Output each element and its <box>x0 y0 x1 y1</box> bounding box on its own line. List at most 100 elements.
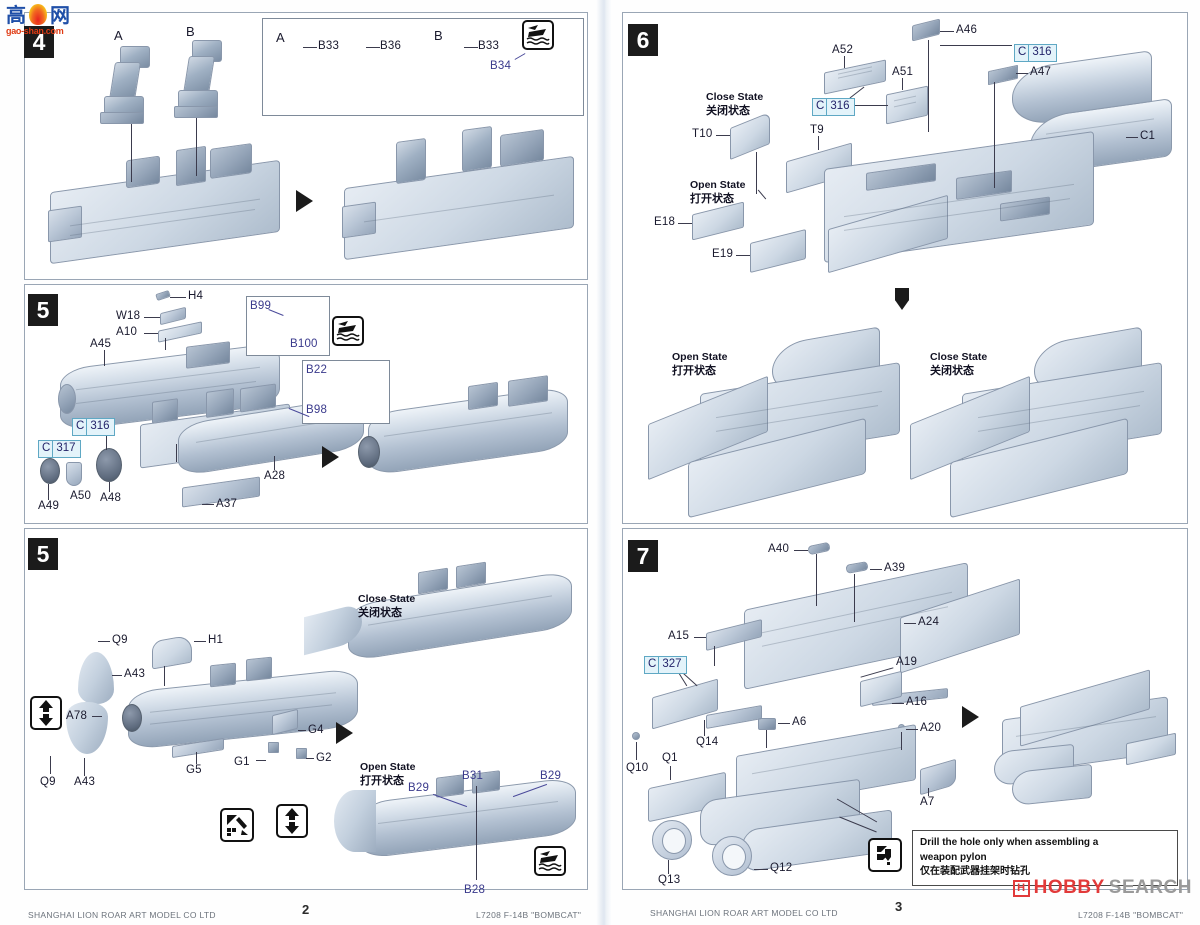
part-a43-upper-nose <box>78 652 114 704</box>
leader-line <box>366 47 380 48</box>
leader-line <box>928 788 929 796</box>
part-label-a78: A78 <box>66 710 88 722</box>
part-label-q9-upper: Q9 <box>112 634 128 646</box>
leader-line <box>464 47 478 48</box>
leader-line <box>714 646 715 666</box>
part-label-a39: A39 <box>884 562 906 574</box>
state-cn: 关闭状态 <box>706 105 750 118</box>
part-label-b36: B36 <box>380 40 402 52</box>
part-label-b98: B98 <box>306 404 328 416</box>
paint-number: 327 <box>662 658 682 670</box>
part-g2 <box>296 748 307 759</box>
state-en: Open State <box>672 351 728 363</box>
part-label-q9-lower: Q9 <box>40 776 56 788</box>
part-a48 <box>96 448 122 482</box>
leader-line <box>106 432 107 450</box>
state-en: Close State <box>358 593 416 605</box>
part-label-q10: Q10 <box>626 762 649 774</box>
leader-line <box>850 105 888 106</box>
paint-letter: C <box>645 657 660 673</box>
part-label-a40: A40 <box>768 543 790 555</box>
leader-line <box>668 860 669 874</box>
leader-line <box>906 729 918 730</box>
hobby-search-watermark: H HOBBY SEARCH <box>1012 877 1192 899</box>
cockpit-tub-detail <box>210 143 252 179</box>
cut-remove-icon <box>220 808 254 842</box>
cockpit-subassembly-detail <box>240 383 276 413</box>
part-label-a15: A15 <box>668 630 690 642</box>
ejection-seat-a-foot <box>100 112 144 124</box>
state-label-close-result: Close State 关闭状态 <box>930 350 987 379</box>
cockpit-seat-installed <box>396 137 426 185</box>
state-label-close-step6: Close State 关闭状态 <box>706 90 763 119</box>
part-label-b99: B99 <box>250 300 272 312</box>
part-label-a51: A51 <box>892 66 914 78</box>
part-label-q14: Q14 <box>696 736 719 748</box>
part-label-b34: B34 <box>490 60 512 72</box>
footer-company-right: SHANGHAI LION ROAR ART MODEL CO LTD <box>650 908 838 918</box>
part-label-a37: A37 <box>216 498 238 510</box>
process-arrow <box>322 446 339 468</box>
leader-line <box>818 136 819 150</box>
part-a49 <box>40 458 60 484</box>
leader-line <box>48 484 49 500</box>
part-label-t10: T10 <box>692 128 713 140</box>
process-arrow <box>296 190 313 212</box>
part-label-b22: B22 <box>306 364 328 376</box>
part-label-g2: G2 <box>316 752 332 764</box>
page-number-right: 3 <box>895 899 903 914</box>
assembly-leader-line <box>131 124 132 182</box>
leader-line <box>176 444 177 462</box>
leader-line <box>901 732 902 750</box>
part-label-b28: B28 <box>464 884 486 896</box>
part-label-b29-right: B29 <box>540 770 562 782</box>
ejection-seat-b-foot <box>174 106 218 118</box>
leader-line <box>754 869 768 870</box>
part-label-a48: A48 <box>100 492 122 504</box>
part-label-a52: A52 <box>832 44 854 56</box>
leader-line <box>940 31 954 32</box>
leader-line <box>756 152 757 194</box>
cockpit-interior <box>246 656 272 682</box>
leader-line <box>144 317 160 318</box>
step-number-7: 7 <box>628 540 658 572</box>
leader-line <box>794 550 808 551</box>
leader-line <box>870 569 882 570</box>
part-label-g4: G4 <box>308 724 324 736</box>
state-cn: 打开状态 <box>690 193 734 206</box>
part-label-a6: A6 <box>792 716 807 728</box>
step-number-5-lower: 5 <box>28 538 58 570</box>
leader-line <box>1016 73 1028 74</box>
state-label-close-upper: Close State 关闭状态 <box>358 592 415 621</box>
part-label-q13: Q13 <box>658 874 681 886</box>
state-label-open-step6: Open State 打开状态 <box>690 178 745 207</box>
part-q13-ring-inner <box>662 828 686 854</box>
leader-line <box>716 135 730 136</box>
leader-line <box>854 574 855 622</box>
leader-line <box>196 752 197 764</box>
leader-line <box>50 756 51 774</box>
open-state-canopy <box>436 774 464 798</box>
leader-line <box>994 82 995 188</box>
part-a50 <box>66 462 82 486</box>
leader-line <box>928 40 929 132</box>
leader-line <box>816 554 817 606</box>
watermark-cjk-left: 高 <box>6 2 26 27</box>
assembled-detail <box>468 381 498 411</box>
leader-line <box>112 675 122 676</box>
leader-line <box>636 742 637 760</box>
leader-line <box>476 786 477 880</box>
photoetch-icon <box>332 316 364 346</box>
page-number-left: 2 <box>302 902 310 917</box>
leader-line <box>104 350 105 366</box>
assembly-leader-line <box>196 118 197 176</box>
step-number-5-upper: 5 <box>28 294 58 326</box>
leader-line <box>109 482 110 492</box>
paint-number: 316 <box>830 100 850 112</box>
paint-letter: C <box>39 441 54 457</box>
paint-number: 317 <box>56 442 76 454</box>
state-label-open-lower: Open State 打开状态 <box>360 760 415 789</box>
